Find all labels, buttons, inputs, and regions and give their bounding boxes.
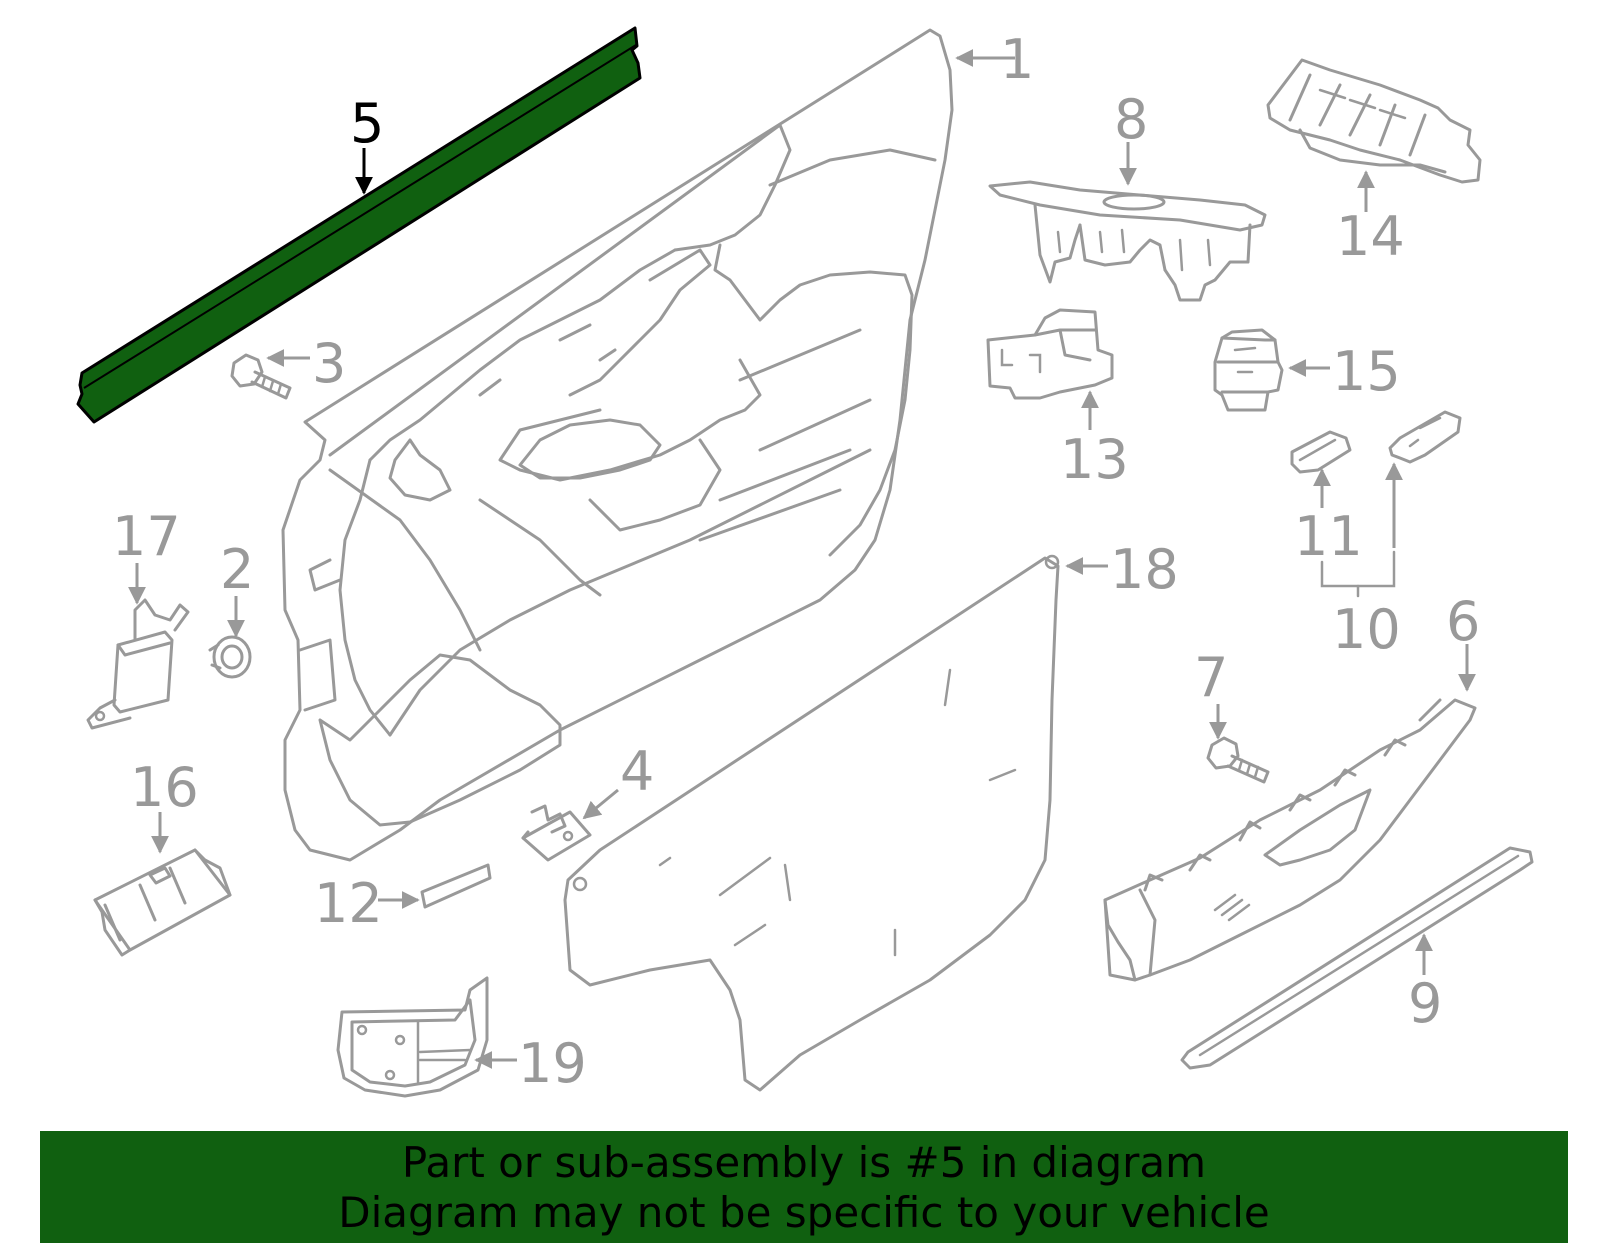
part-4-bracket[interactable] [521,804,592,862]
callout-5: 5 [350,92,384,155]
part-16-switch-assembly[interactable] [93,848,232,957]
callout-7: 7 [1194,646,1228,709]
banner-line-2: Diagram may not be specific to your vehi… [338,1188,1270,1237]
part-12-pad[interactable] [420,863,492,909]
callout-15: 15 [1332,340,1401,403]
part-15-switch[interactable] [1213,328,1284,412]
callout-1: 1 [1000,28,1034,91]
callout-2: 2 [220,538,254,601]
callout-12: 12 [314,872,383,935]
part-10-switch-knob[interactable] [1388,410,1462,464]
part-17-module-bracket[interactable] [86,598,190,730]
callout-18: 18 [1110,538,1179,601]
part-8-switch-bezel[interactable] [988,180,1267,302]
callout-17: 17 [112,505,181,568]
info-banner: Part or sub-assembly is #5 in diagram Di… [40,1131,1568,1243]
part-7-bolt[interactable] [1206,736,1270,784]
callout-14: 14 [1336,205,1405,268]
callout-19: 19 [518,1032,587,1095]
callout-10: 10 [1332,598,1401,661]
banner-line-1: Part or sub-assembly is #5 in diagram [401,1138,1207,1187]
part-1-door-trim-panel[interactable] [281,28,954,862]
callout-3: 3 [312,332,346,395]
part-9-trim-strip[interactable] [1180,846,1534,1070]
part-14-switch-assembly[interactable] [1266,58,1482,184]
part-11-knob[interactable] [1290,430,1352,474]
part-3-bolt[interactable] [230,353,292,400]
part-2-clip[interactable] [208,635,252,679]
callout-8: 8 [1114,88,1148,151]
part-5-weatherstrip[interactable] [76,26,642,424]
callout-4: 4 [620,740,654,803]
part-13-switch[interactable] [986,308,1114,400]
callout-16: 16 [130,756,199,819]
part-19-bracket[interactable] [336,976,489,1098]
callout-6: 6 [1446,590,1480,653]
part-6-armrest-trim[interactable] [1103,698,1477,982]
callout-11: 11 [1294,505,1363,568]
part-18-door-glass[interactable] [563,554,1060,1092]
callout-9: 9 [1408,972,1442,1035]
callout-13: 13 [1060,428,1129,491]
